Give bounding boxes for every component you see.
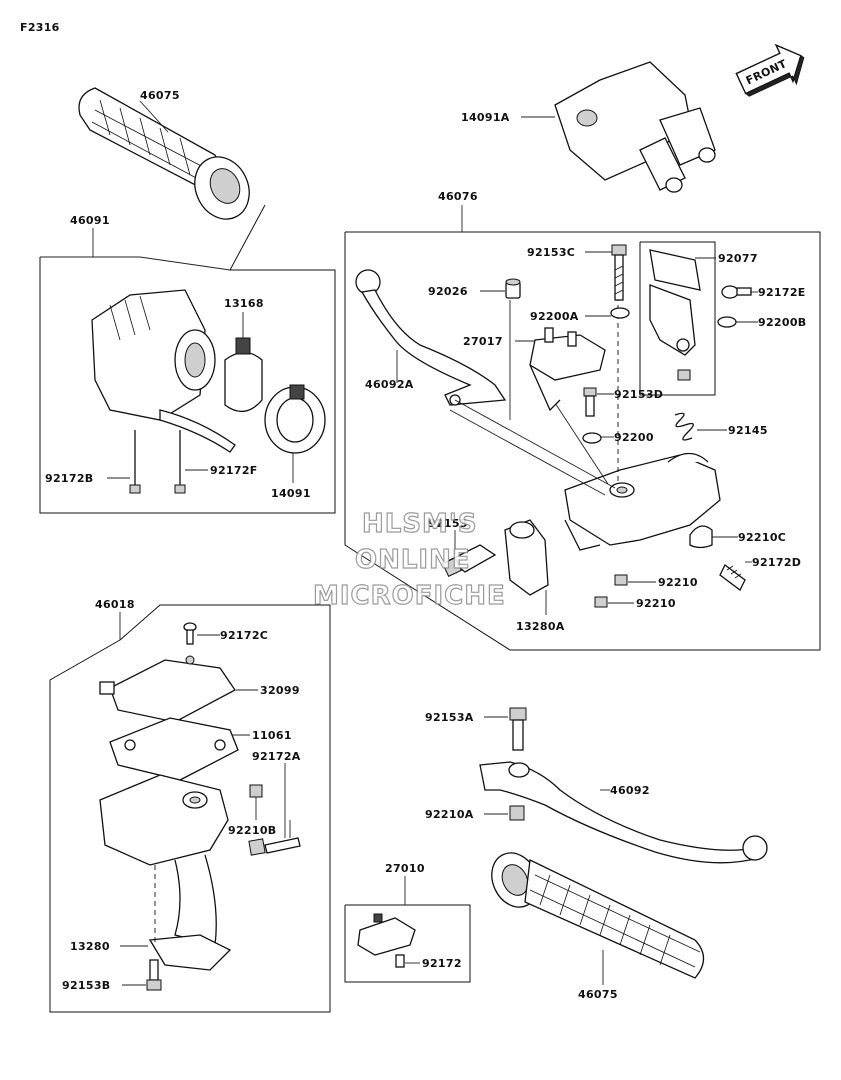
label-13168: 13168 <box>224 297 264 310</box>
label-46076: 46076 <box>438 190 478 203</box>
handlebar-grip-bottom <box>491 852 705 979</box>
brake-switch-27010 <box>357 913 416 968</box>
throttle-grip-top <box>78 87 250 220</box>
label-92153: 92153 <box>428 517 468 530</box>
collar-92026 <box>505 278 521 299</box>
label-46075-top: 46075 <box>140 89 180 102</box>
label-92077: 92077 <box>718 252 758 265</box>
watermark: HLSM'S ONLINE MICROFICHE <box>312 508 506 611</box>
label-13280: 13280 <box>70 940 110 953</box>
label-14091: 14091 <box>271 487 311 500</box>
label-92153D: 92153D <box>614 388 663 401</box>
label-92026: 92026 <box>428 285 468 298</box>
nut-92210-upper <box>614 574 628 586</box>
clamp-92210C <box>689 525 713 549</box>
brake-lever-46092 <box>479 761 768 864</box>
guard-92077 <box>649 249 701 381</box>
label-46092: 46092 <box>610 784 650 797</box>
handlebar-switch-housing <box>91 289 236 453</box>
label-46075-bottom: 46075 <box>578 988 618 1001</box>
washer-92200 <box>582 432 602 444</box>
label-92200: 92200 <box>614 431 654 444</box>
front-arrow-icon: FRONT <box>735 43 805 97</box>
label-92210-lower: 92210 <box>636 597 676 610</box>
label-11061: 11061 <box>252 729 292 742</box>
washer-92200B <box>717 316 737 328</box>
nut-92210B <box>249 784 263 798</box>
label-13280A: 13280A <box>516 620 565 633</box>
holder-13280A <box>504 519 549 596</box>
bolt-92153A <box>509 707 527 751</box>
label-92210-upper: 92210 <box>658 576 698 589</box>
label-46091: 46091 <box>70 214 110 227</box>
label-92200A: 92200A <box>530 310 579 323</box>
label-92153C: 92153C <box>527 246 575 259</box>
switch-cover-14091A <box>554 61 716 193</box>
label-92200B: 92200B <box>758 316 806 329</box>
label-92153A: 92153A <box>425 711 474 724</box>
label-92145: 92145 <box>728 424 768 437</box>
nut-92210-lower <box>594 596 608 608</box>
label-14091A: 14091A <box>461 111 510 124</box>
label-92172A: 92172A <box>252 750 301 763</box>
label-92172D: 92172D <box>752 556 801 569</box>
screw-92172C <box>183 622 197 645</box>
master-cylinder-reservoir <box>99 774 232 971</box>
bolt-92172A <box>248 837 301 856</box>
spring-92145 <box>674 412 694 441</box>
label-92172B: 92172B <box>45 472 93 485</box>
diaphragm-11061 <box>109 717 239 781</box>
bolt-92153C <box>611 244 627 301</box>
nut-92210A <box>509 805 525 821</box>
figure-code: F2316 <box>20 21 60 34</box>
screw-92172E <box>721 285 752 299</box>
reservoir-cap-32099 <box>99 655 236 723</box>
label-27017: 27017 <box>463 335 503 348</box>
label-92210C: 92210C <box>738 531 786 544</box>
label-92172E: 92172E <box>758 286 806 299</box>
screw-92172D <box>719 564 746 591</box>
watermark-line-3: MICROFICHE <box>313 581 506 611</box>
bolt-92153D <box>583 387 597 417</box>
label-92210A: 92210A <box>425 808 474 821</box>
label-46092A: 46092A <box>365 378 414 391</box>
screws-92172B-92172F <box>129 430 186 494</box>
label-92172C: 92172C <box>220 629 268 642</box>
watermark-line-2: ONLINE <box>355 545 471 575</box>
label-92210B: 92210B <box>228 824 276 837</box>
label-46018: 46018 <box>95 598 135 611</box>
boot-14091 <box>264 384 326 454</box>
brake-lever-46092A <box>355 269 507 406</box>
switch-insert-13168 <box>224 337 263 412</box>
label-92172: 92172 <box>422 957 462 970</box>
watermark-line-1: HLSM'S <box>362 509 478 539</box>
label-92153B: 92153B <box>62 979 110 992</box>
bolt-92153B <box>146 959 162 991</box>
bolt-92153 <box>442 544 497 577</box>
brake-switch-27017 <box>529 327 606 412</box>
label-92172F: 92172F <box>210 464 258 477</box>
label-27010: 27010 <box>385 862 425 875</box>
label-32099: 32099 <box>260 684 300 697</box>
washer-92200A <box>610 307 630 319</box>
